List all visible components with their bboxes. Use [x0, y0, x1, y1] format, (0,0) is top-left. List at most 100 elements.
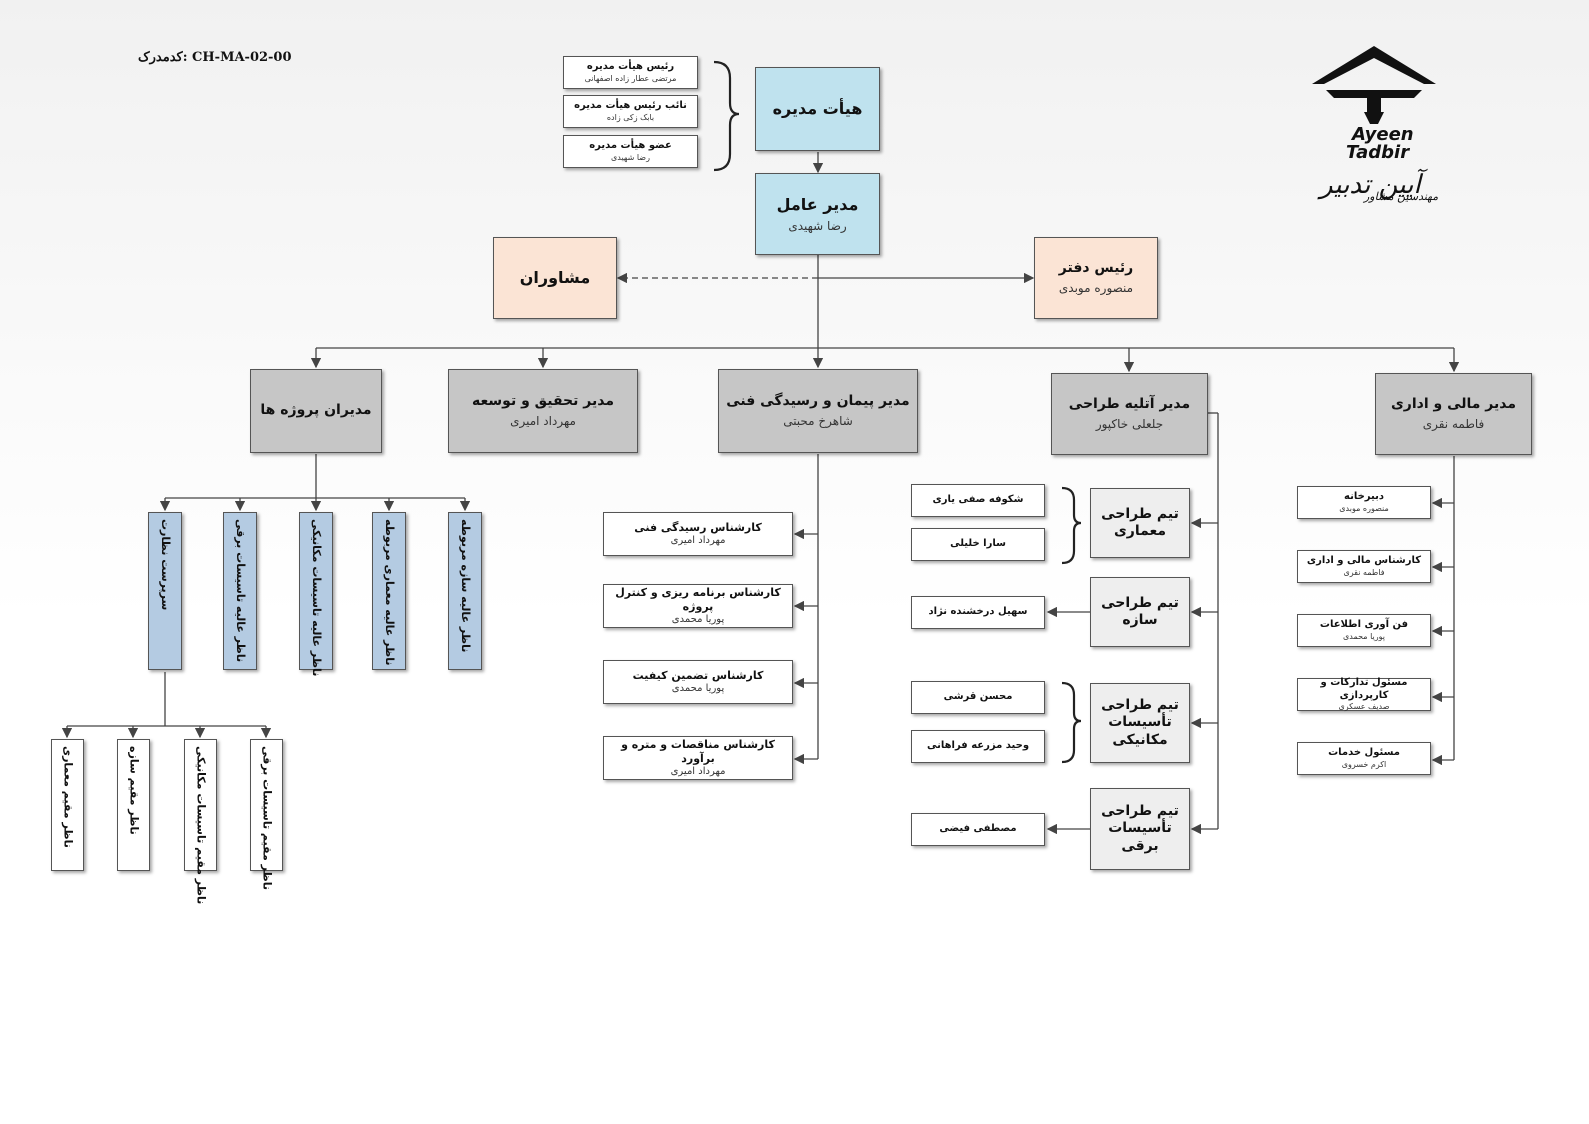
manager-name: مهرداد امیری [510, 414, 576, 429]
supervisor-label: ناظر عالیه تاسیسات برقی [233, 519, 247, 663]
resident-supervisor-label: ناظر مقیم تاسیسات برقی [260, 746, 274, 891]
expert-title: کارشناس تضمین کیفیت [632, 668, 764, 682]
team-member-box: وحید مزرعه فراهانی [911, 730, 1045, 763]
resident-supervisor-label: ناظر مقیم سازه [127, 746, 141, 835]
team-member-box: مصطفی فیضی [911, 813, 1045, 846]
board-of-directors-box: هیأت مدیره [755, 67, 880, 151]
contracts-manager-box: مدیر پیمان و رسیدگی فنی شاهرخ محبتی [718, 369, 918, 453]
expert-name: پوریا محمدی [671, 613, 725, 625]
team-title: تیم طراحی تأسیسات برقی [1101, 802, 1179, 854]
expert-name: مهرداد امیری [670, 765, 726, 777]
resident-supervisor-box: ناظر مقیم سازه [117, 739, 150, 871]
rnd-manager-box: مدیر تحقیق و توسعه مهرداد امیری [448, 369, 638, 453]
finance-manager-box: مدیر مالی و اداری فاطمه نقری [1375, 373, 1532, 455]
team-title: تیم طراحی سازه [1101, 594, 1179, 629]
expert-title: کارشناس برنامه ریزی و کنترل پروژه [615, 586, 781, 613]
expert-title: کارشناس مناقصات و متره و برآورد [621, 738, 775, 765]
staff-title: مسئول تدارکات و کارپردازی [1320, 677, 1408, 701]
manager-name: شاهرخ محبتی [783, 414, 853, 429]
design-team-box: تیم طراحی تأسیسات مکانیکی [1090, 683, 1190, 763]
supervisor-box: سرپرست نظارت [148, 512, 182, 670]
manager-title: مدیر آتلیه طراحی [1068, 395, 1191, 412]
document-code: کدمدرک: CH-MA-02-00 [138, 50, 292, 65]
ceo-title: مدیر عامل [776, 194, 859, 214]
team-title: تیم طراحی معماری [1101, 505, 1179, 540]
staff-name: صدیف عسکری [1338, 702, 1390, 711]
expert-title: کارشناس رسیدگی فنی [634, 520, 762, 534]
advisors-box: مشاوران [493, 237, 617, 319]
board-member-chair: رئیس هیأت مدیره مرتضی عطار زاده اصفهانی [563, 56, 698, 89]
office-head-title: رئیس دفتر [1058, 259, 1134, 276]
office-head-name: منصوره موبدی [1058, 281, 1134, 296]
board-member-role: عضو هیأت مدیره [589, 140, 672, 152]
mech-brace [1061, 681, 1082, 764]
contract-expert-box: کارشناس مناقصات و متره و برآورد مهرداد ا… [603, 736, 793, 780]
resident-supervisor-label: ناظر مقیم معماری [61, 746, 75, 848]
finance-staff-box: فن آوری اطلاعات پوریا محمدی [1297, 614, 1431, 647]
supervisor-box: ناظر عالیه تاسیسات مکانیکی [299, 512, 333, 676]
finance-staff-box: کارشناس مالی و اداری فاطمه نقری [1297, 550, 1431, 583]
arch-brace [1061, 486, 1082, 565]
team-member-name: وحید مزرعه فراهانی [926, 740, 1030, 752]
board-title: هیأت مدیره [772, 99, 863, 118]
resident-supervisor-label: ناظر مقیم تاسیسات مکانیکی [194, 746, 208, 905]
manager-title: مدیران پروژه ها [260, 402, 372, 419]
manager-title: مدیر پیمان و رسیدگی فنی [726, 392, 910, 409]
company-logo: Ayeen Tadbir آیین تدبیر مهندسین مشاور [1300, 40, 1450, 230]
staff-name: اکرم خسروی [1341, 759, 1387, 769]
finance-staff-box: مسئول تدارکات و کارپردازی صدیف عسکری [1297, 677, 1431, 711]
staff-name: پوریا محمدی [1343, 631, 1385, 641]
supervisor-label: ناظر عالیه معماری مربوطه [382, 519, 396, 666]
atelier-manager-box: مدیر آتلیه طراحی جلعلی خاکپور [1051, 373, 1208, 455]
team-member-name: مصطفی فیضی [939, 823, 1017, 835]
finance-staff-box: دبیرخانه منصوره موبدی [1297, 486, 1431, 519]
resident-supervisor-box: ناظر مقیم تاسیسات برقی [250, 739, 283, 890]
team-member-name: شکوفه صفی یاری [932, 494, 1024, 506]
staff-title: دبیرخانه [1344, 491, 1384, 503]
board-member-name: مرتضی عطار زاده اصفهانی [584, 73, 677, 83]
supervisor-box: ناظر عالیه سازه مربوطه [448, 512, 482, 670]
advisors-title: مشاوران [519, 268, 591, 287]
expert-name: مهرداد امیری [670, 534, 726, 546]
contract-expert-box: کارشناس رسیدگی فنی مهرداد امیری [603, 512, 793, 556]
manager-title: مدیر مالی و اداری [1390, 395, 1517, 412]
logo-fa-sub: مهندسین مشاور [1364, 190, 1439, 203]
logo-text-tadbir: Tadbir [1346, 142, 1410, 163]
supervisor-label: ناظر عالیه تاسیسات مکانیکی [309, 519, 323, 677]
team-member-box: شکوفه صفی یاری [911, 484, 1045, 517]
team-member-name: محسن قرشی [943, 691, 1013, 703]
project-managers-box: مدیران پروژه ها [250, 369, 382, 453]
manager-name: فاطمه نقری [1422, 417, 1485, 432]
finance-staff-box: مسئول خدمات اکرم خسروی [1297, 742, 1431, 775]
resident-supervisor-box: ناظر مقیم تاسیسات مکانیکی [184, 739, 217, 904]
logo-fa-name: آیین تدبیر [1320, 170, 1421, 200]
board-member-name: بابک زکی زاده [606, 112, 655, 122]
office-head-box: رئیس دفتر منصوره موبدی [1034, 237, 1158, 319]
team-member-name: سهیل درخشنده نژاد [928, 606, 1028, 618]
team-title: تیم طراحی تأسیسات مکانیکی [1101, 696, 1179, 748]
ceo-name: رضا شهیدی [788, 218, 847, 233]
manager-name: جلعلی خاکپور [1095, 417, 1164, 432]
design-team-box: تیم طراحی سازه [1090, 577, 1190, 647]
design-team-box: تیم طراحی تأسیسات برقی [1090, 788, 1190, 870]
supervisor-box: ناظر عالیه معماری مربوطه [372, 512, 406, 670]
ceo-box: مدیر عامل رضا شهیدی [755, 173, 880, 255]
supervisor-box: ناظر عالیه تاسیسات برقی [223, 512, 257, 670]
staff-name: فاطمه نقری [1343, 567, 1385, 577]
board-member-role: نائب رئیس هیأت مدیره [574, 100, 687, 112]
team-member-box: محسن قرشی [911, 681, 1045, 714]
logo-roof-icon [1312, 46, 1436, 124]
manager-title: مدیر تحقیق و توسعه [472, 392, 614, 409]
board-member: عضو هیأت مدیره رضا شهیدی [563, 135, 698, 168]
staff-title: کارشناس مالی و اداری [1306, 555, 1422, 567]
supervisor-label: ناظر عالیه سازه مربوطه [458, 519, 472, 653]
team-member-box: سهیل درخشنده نژاد [911, 596, 1045, 629]
supervisor-label: سرپرست نظارت [158, 519, 172, 611]
board-member-role: رئیس هیأت مدیره [586, 61, 675, 73]
staff-title: مسئول خدمات [1328, 747, 1400, 759]
board-brace [713, 60, 740, 172]
staff-title: فن آوری اطلاعات [1319, 619, 1409, 631]
board-member-vice-chair: نائب رئیس هیأت مدیره بابک زکی زاده [563, 95, 698, 128]
contract-expert-box: کارشناس تضمین کیفیت پوریا محمدی [603, 660, 793, 704]
